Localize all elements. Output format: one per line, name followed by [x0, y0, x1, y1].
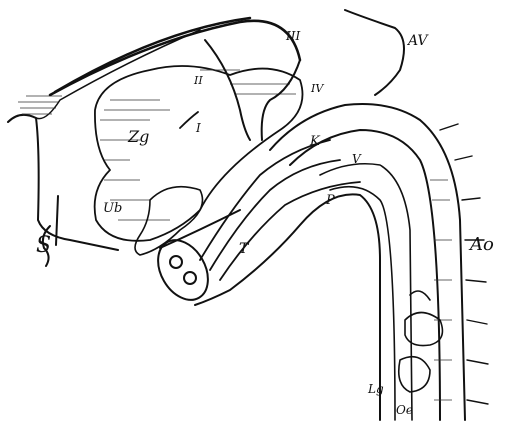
label-II: II: [193, 74, 203, 87]
label-K: K: [309, 134, 321, 149]
nerve-arches: [50, 10, 404, 140]
label-Lg: Lg: [367, 382, 384, 396]
label-I: I: [195, 121, 201, 135]
label-V: V: [352, 152, 362, 166]
label-Ao: Ao: [468, 234, 494, 255]
zg-lobe: [95, 66, 303, 241]
lung-buds: [399, 291, 443, 392]
vessels: [200, 104, 488, 420]
label-AV: AV: [406, 33, 429, 49]
label-Oe: Oe: [396, 403, 413, 417]
label-IV: IV: [310, 82, 324, 95]
label-III: III: [285, 29, 300, 43]
label-S: S: [36, 233, 51, 258]
label-Ub: Ub: [103, 201, 122, 216]
label-P: P: [325, 193, 335, 208]
label-Zg: Zg: [127, 127, 149, 146]
